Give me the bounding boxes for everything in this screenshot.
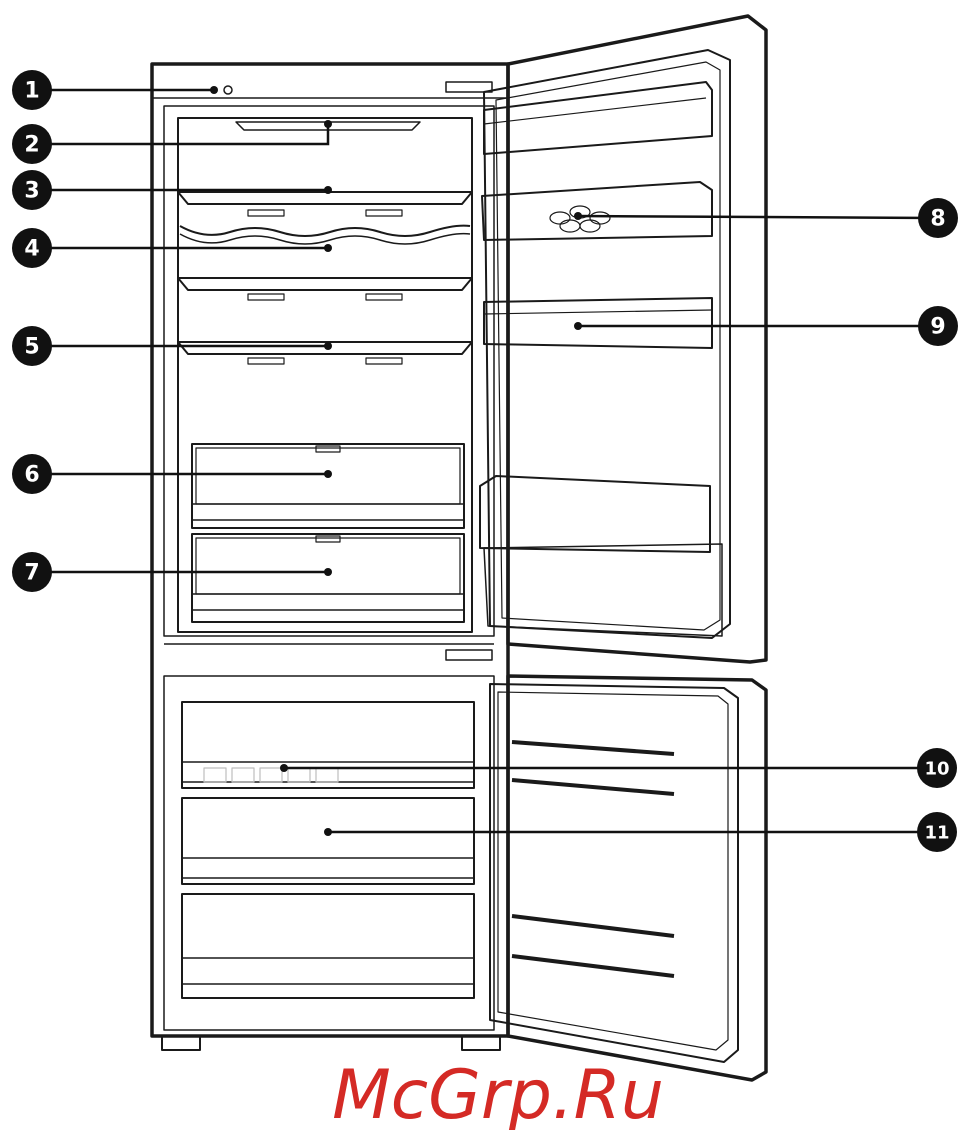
callout-badge-6: 6 [12, 454, 52, 494]
callout-badge-3: 3 [12, 170, 52, 210]
callout-number-10: 10 [924, 759, 949, 780]
upper-door [508, 16, 766, 662]
leader-dot-1 [210, 86, 218, 94]
callout-number-7: 7 [24, 561, 39, 586]
callout-badge-8: 8 [918, 198, 958, 238]
wine-rack [180, 226, 470, 236]
lower-crisper-drawer [192, 534, 464, 622]
fridge-compartment [178, 118, 472, 632]
callout-badge-1: 1 [12, 70, 52, 110]
upper-crisper-drawer [192, 444, 464, 528]
upper-hinge [446, 82, 492, 92]
watermark-text: McGrp.Ru [332, 1056, 664, 1130]
leader-dot-11 [324, 828, 332, 836]
callout-badge-4: 4 [12, 228, 52, 268]
callout-number-6: 6 [24, 463, 39, 488]
callout-number-1: 1 [24, 79, 39, 104]
leader-dot-9 [574, 322, 582, 330]
callout-badge-5: 5 [12, 326, 52, 366]
top-shelf [178, 192, 472, 204]
indicator-light [224, 86, 232, 94]
callout-badge-11: 11 [917, 812, 957, 852]
callout-number-3: 3 [24, 179, 39, 204]
callout-badge-9: 9 [918, 306, 958, 346]
callout-number-9: 9 [930, 315, 945, 340]
leader-dot-7 [324, 568, 332, 576]
right-foot [462, 1036, 500, 1050]
freezer-middle-drawer [182, 798, 474, 884]
left-foot [162, 1036, 200, 1050]
callout-number-8: 8 [930, 207, 945, 232]
leader-line-8 [578, 216, 938, 218]
middle-hinge [446, 650, 492, 660]
egg-tray-door-bin [482, 182, 712, 240]
lower-door [508, 676, 766, 1080]
bottom-door-bin [480, 476, 710, 552]
leader-dot-5 [324, 342, 332, 350]
callout-badge-2: 2 [12, 124, 52, 164]
top-door-bin [484, 82, 712, 154]
leader-dot-8 [574, 212, 582, 220]
leader-dot-4 [324, 244, 332, 252]
callout-badge-7: 7 [12, 552, 52, 592]
freezer-bottom-drawer [182, 894, 474, 998]
callout-number-5: 5 [24, 335, 39, 360]
leader-dot-6 [324, 470, 332, 478]
cabinet-outline [152, 64, 508, 1036]
callout-badge-10: 10 [917, 748, 957, 788]
leader-dot-3 [324, 186, 332, 194]
callout-number-4: 4 [24, 237, 39, 262]
leader-dot-10 [280, 764, 288, 772]
callout-number-11: 11 [924, 823, 949, 844]
leader-line-2 [36, 124, 328, 144]
callout-number-2: 2 [24, 133, 39, 158]
middle-door-bin [484, 298, 712, 348]
leader-dot-2 [324, 120, 332, 128]
